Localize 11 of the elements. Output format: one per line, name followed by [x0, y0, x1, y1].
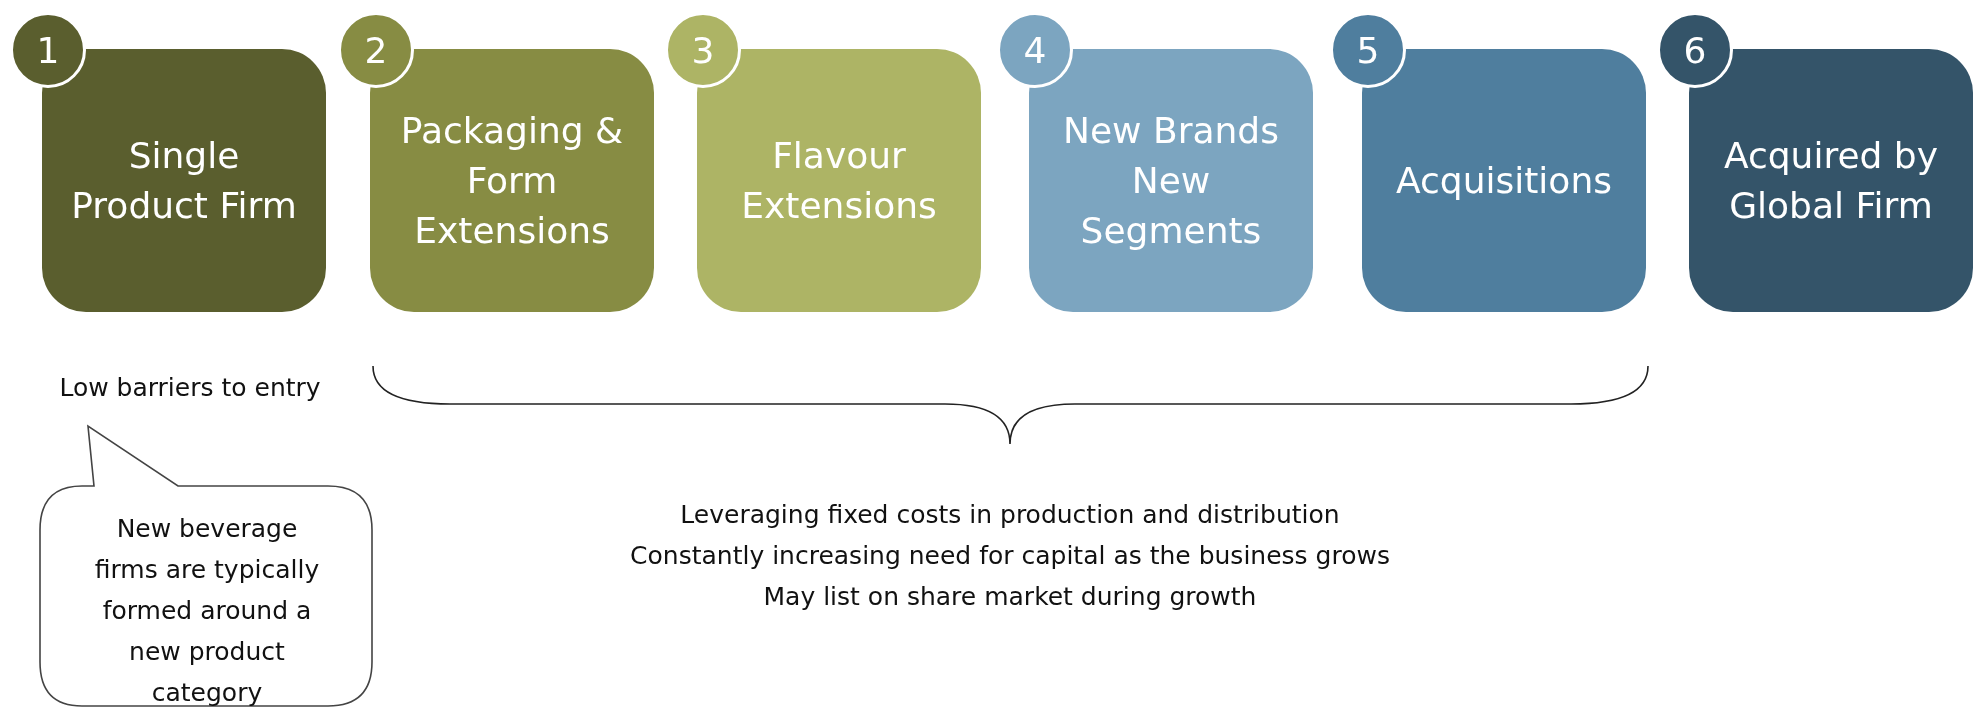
- callout-text: New beverage firms are typically formed around a new product category: [93, 513, 321, 708]
- summary-line: May list on share market during growth: [763, 582, 1257, 611]
- step-number: 1: [10, 12, 86, 88]
- summary-line: Constantly increasing need for capital as the business grows: [630, 541, 1390, 570]
- step-number: 6: [1657, 12, 1733, 88]
- step-number: 2: [338, 12, 414, 88]
- summary-line: Leveraging fixed costs in production and distribution: [680, 500, 1340, 529]
- step-number: 3: [665, 12, 741, 88]
- step-number: 5: [1330, 12, 1406, 88]
- step-number: 4: [997, 12, 1073, 88]
- note-text: Low barriers to entry: [59, 373, 321, 402]
